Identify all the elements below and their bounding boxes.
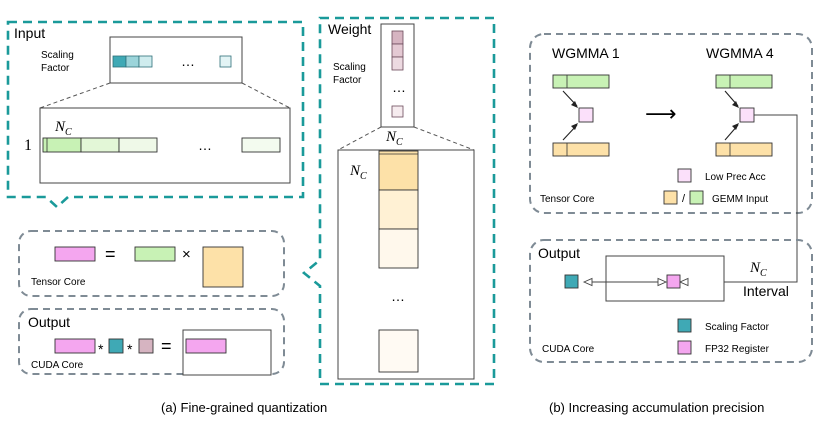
legend-scaling-factor-swatch bbox=[677, 318, 692, 333]
out-result-box bbox=[182, 329, 272, 376]
out-equals: = bbox=[161, 336, 172, 356]
input-row-block-2 bbox=[80, 137, 120, 153]
cuda-accum-box bbox=[605, 255, 725, 302]
weight-scale-cell-last bbox=[391, 105, 404, 118]
input-row-ellipsis: … bbox=[198, 137, 212, 153]
input-zoom-line-left bbox=[39, 82, 111, 109]
accumulation-tensor-core-border bbox=[529, 33, 813, 214]
legend-gemm-green-swatch bbox=[689, 190, 704, 205]
accumulation-tensor-core-panel: WGMMA 1 WGMMA 4 ⟶ Low Prec Acc / GEMM In… bbox=[529, 33, 813, 214]
weight-scale-cell-1 bbox=[391, 30, 404, 45]
weight-scaling-label-line1: Scaling bbox=[333, 62, 366, 73]
input-scale-cell-1 bbox=[112, 55, 127, 68]
cuda-register-arrow-head bbox=[678, 277, 689, 287]
input-row-block-1 bbox=[42, 137, 82, 153]
accumulation-output-border bbox=[529, 239, 813, 363]
legend-slash: / bbox=[682, 193, 686, 205]
out-star-1: * bbox=[98, 341, 104, 357]
promotion-connector bbox=[684, 114, 798, 283]
weight-zoom-line-left bbox=[337, 126, 382, 151]
output-left-title: Output bbox=[28, 314, 70, 330]
out-star-2: * bbox=[127, 341, 133, 357]
tc-label: Tensor Core bbox=[31, 277, 86, 288]
legend-gemm-yellow-swatch bbox=[663, 190, 678, 205]
tc-weight-yellow-square bbox=[202, 246, 244, 288]
out-teal-scale bbox=[108, 338, 124, 354]
input-scale-cell-last bbox=[219, 55, 232, 68]
accumulation-interval-label: Interval bbox=[743, 283, 789, 299]
output-panel-left-border bbox=[18, 308, 285, 375]
tc-times: × bbox=[182, 246, 191, 263]
tensor-core-panel: = × Tensor Core bbox=[18, 230, 285, 297]
legend-low-prec-swatch bbox=[677, 168, 692, 183]
wgmma4-acc-pink bbox=[739, 107, 755, 123]
weight-scale-cell-2 bbox=[391, 43, 404, 58]
wgmma4-label: WGMMA 4 bbox=[706, 45, 774, 61]
weight-scale-ellipsis: … bbox=[392, 79, 406, 95]
legend-fp32-swatch bbox=[677, 340, 692, 355]
input-panel-border bbox=[6, 20, 305, 209]
input-scale-ellipsis: … bbox=[181, 53, 195, 69]
input-scaling-label-line1: Scaling bbox=[41, 50, 74, 61]
cuda-fp32-register-pink bbox=[666, 274, 681, 289]
wgmma4-input-yellow bbox=[715, 142, 773, 157]
input-scaling-label-line2: Factor bbox=[41, 63, 70, 74]
input-title: Input bbox=[14, 25, 45, 41]
legend-gemm-input-label: GEMM Input bbox=[712, 194, 768, 205]
accumulation-output-title: Output bbox=[538, 245, 580, 261]
accumulation-nc-label: NC bbox=[749, 260, 767, 279]
weight-zoom-line-right bbox=[413, 126, 475, 151]
cuda-scale-arrow-head bbox=[582, 277, 593, 287]
input-row-block-3 bbox=[118, 137, 158, 153]
out-mauve-scale bbox=[138, 338, 154, 354]
legend-fp32-label: FP32 Register bbox=[705, 344, 770, 355]
tc-input-green-bar bbox=[134, 246, 176, 262]
wgmma1-label: WGMMA 1 bbox=[552, 45, 620, 61]
output-left-label: CUDA Core bbox=[31, 360, 84, 371]
cuda-register-in-arrow-head bbox=[657, 277, 668, 287]
legend-scaling-factor-label: Scaling Factor bbox=[705, 322, 770, 333]
input-row-block-last bbox=[241, 137, 281, 153]
weight-nc-top-label: NC bbox=[385, 129, 403, 148]
accumulation-output-panel: Output NC Interval Scaling Factor FP32 R… bbox=[529, 239, 813, 363]
input-row-index: 1 bbox=[24, 137, 32, 154]
out-result-pink-bar bbox=[185, 338, 227, 354]
weight-panel: Weight Scaling Factor … NC NC … bbox=[301, 16, 496, 386]
tc-output-pink-bar bbox=[54, 246, 96, 262]
wgmma1-arrow-up-head bbox=[571, 123, 578, 130]
input-nc-label: NC bbox=[54, 119, 72, 138]
input-scale-cell-3 bbox=[138, 55, 153, 68]
input-panel: Input Scaling Factor … NC 1 … bbox=[6, 20, 305, 209]
wgmma4-arrow-up-head bbox=[732, 123, 739, 130]
input-zoom-line-right bbox=[241, 82, 291, 109]
weight-col-block-2 bbox=[378, 189, 419, 230]
weight-title: Weight bbox=[328, 21, 371, 37]
out-pink-bar bbox=[54, 338, 96, 354]
wgmma1-input-green bbox=[552, 74, 610, 89]
weight-col-block-1 bbox=[378, 150, 419, 191]
legend-low-prec-label: Low Prec Acc bbox=[705, 172, 766, 183]
wgmma1-arrow-down-head bbox=[571, 101, 578, 108]
weight-col-block-last bbox=[378, 329, 419, 373]
weight-nc-side-label: NC bbox=[349, 163, 367, 182]
wgmma4-input-green bbox=[715, 74, 773, 89]
caption-right: (b) Increasing accumulation precision bbox=[549, 400, 764, 415]
weight-col-block-3 bbox=[378, 228, 419, 269]
tc-equals: = bbox=[105, 244, 116, 264]
cuda-scaling-factor-teal bbox=[564, 274, 579, 289]
weight-scale-cell-3 bbox=[391, 56, 404, 71]
wgmma1-acc-pink bbox=[578, 107, 594, 123]
weight-col-ellipsis: … bbox=[391, 288, 405, 304]
tensor-core-panel-border bbox=[18, 230, 285, 297]
caption-left: (a) Fine-grained quantization bbox=[161, 400, 327, 415]
input-scale-cell-2 bbox=[125, 55, 140, 68]
wgmma-progress-arrow: ⟶ bbox=[645, 101, 677, 126]
accumulation-output-cuda-label: CUDA Core bbox=[542, 344, 595, 355]
accumulation-tensor-core-label: Tensor Core bbox=[540, 194, 595, 205]
wgmma4-arrow-down-head bbox=[732, 101, 739, 108]
wgmma1-input-yellow bbox=[552, 142, 610, 157]
weight-scaling-label-line2: Factor bbox=[333, 75, 362, 86]
output-panel-left: Output * * = CUDA Core bbox=[18, 308, 285, 376]
